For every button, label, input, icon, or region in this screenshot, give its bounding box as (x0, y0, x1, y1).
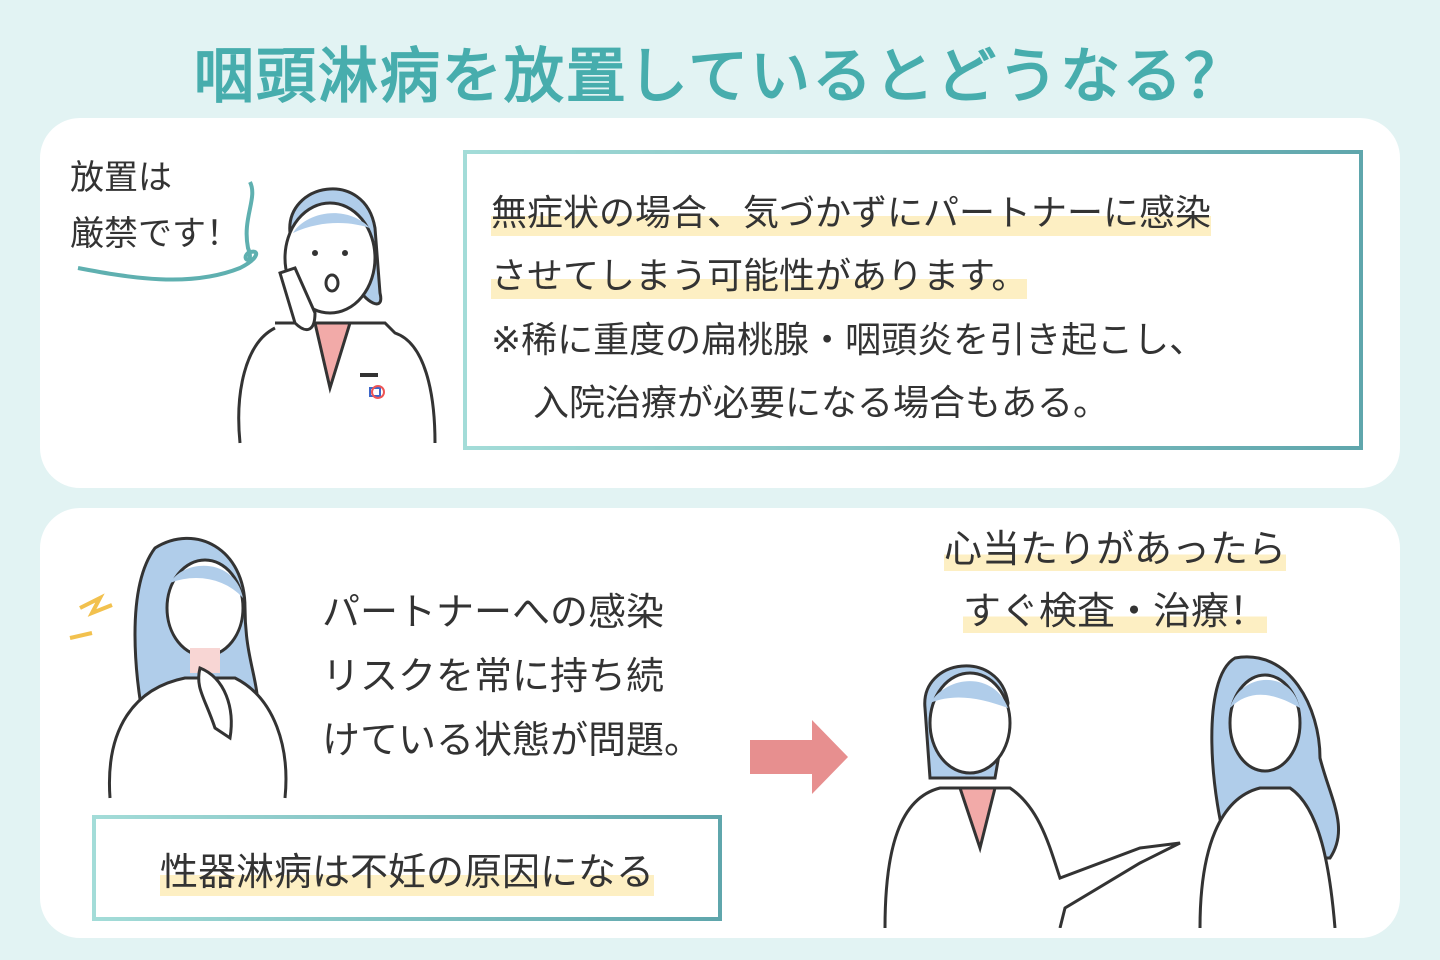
advice-line: すぐ検査・治療！ (962, 589, 1267, 633)
risk-line: リスクを常に持ち続 (322, 654, 665, 698)
note-line: 入院治療が必要になる場合もある。 (533, 383, 1110, 424)
risk-line: けている状態が問題。 (322, 718, 703, 762)
speech-text: 放置は 厳禁です！ (70, 150, 240, 262)
risk-card: パートナーへの感染 リスクを常に持ち続 けている状態が問題。 性器淋病は不妊の原… (40, 508, 1400, 938)
doctor-and-patient-illustration (883, 655, 1340, 928)
speech-line: 放置は (70, 158, 172, 198)
infertility-box: 性器淋病は不妊の原因になる (92, 815, 722, 921)
note-line: ※稀に重度の扁桃腺・咽頭炎を引き起こし、 (491, 320, 1206, 361)
arrow-right-icon (750, 720, 848, 794)
speech-line: 厳禁です！ (70, 214, 240, 254)
warning-line: させてしまう可能性があります。 (491, 247, 1028, 299)
advice-line: 心当たりがあったら (943, 527, 1286, 571)
page-title: 咽頭淋病を放置しているとどうなる？ (193, 42, 1247, 112)
speech-curve-icon (77, 181, 259, 282)
risk-line: パートナーへの感染 (322, 590, 665, 634)
woman-sore-throat-illustration (69, 536, 288, 799)
doctor-pointing-illustration (237, 187, 437, 444)
infertility-note: 性器淋病は不妊の原因になる (159, 840, 654, 896)
warning-line: 無症状の場合、気づかずにパートナーに感染 (491, 184, 1212, 236)
risk-text: パートナーへの感染 リスクを常に持ち続 けている状態が問題。 (322, 580, 702, 772)
consequence-card: 放置は 厳禁です！ 無症状の場合、気づかずにパートナーに感染 させてしまう可能性… (40, 118, 1400, 488)
warning-box: 無症状の場合、気づかずにパートナーに感染 させてしまう可能性があります。 ※稀に… (463, 150, 1363, 450)
